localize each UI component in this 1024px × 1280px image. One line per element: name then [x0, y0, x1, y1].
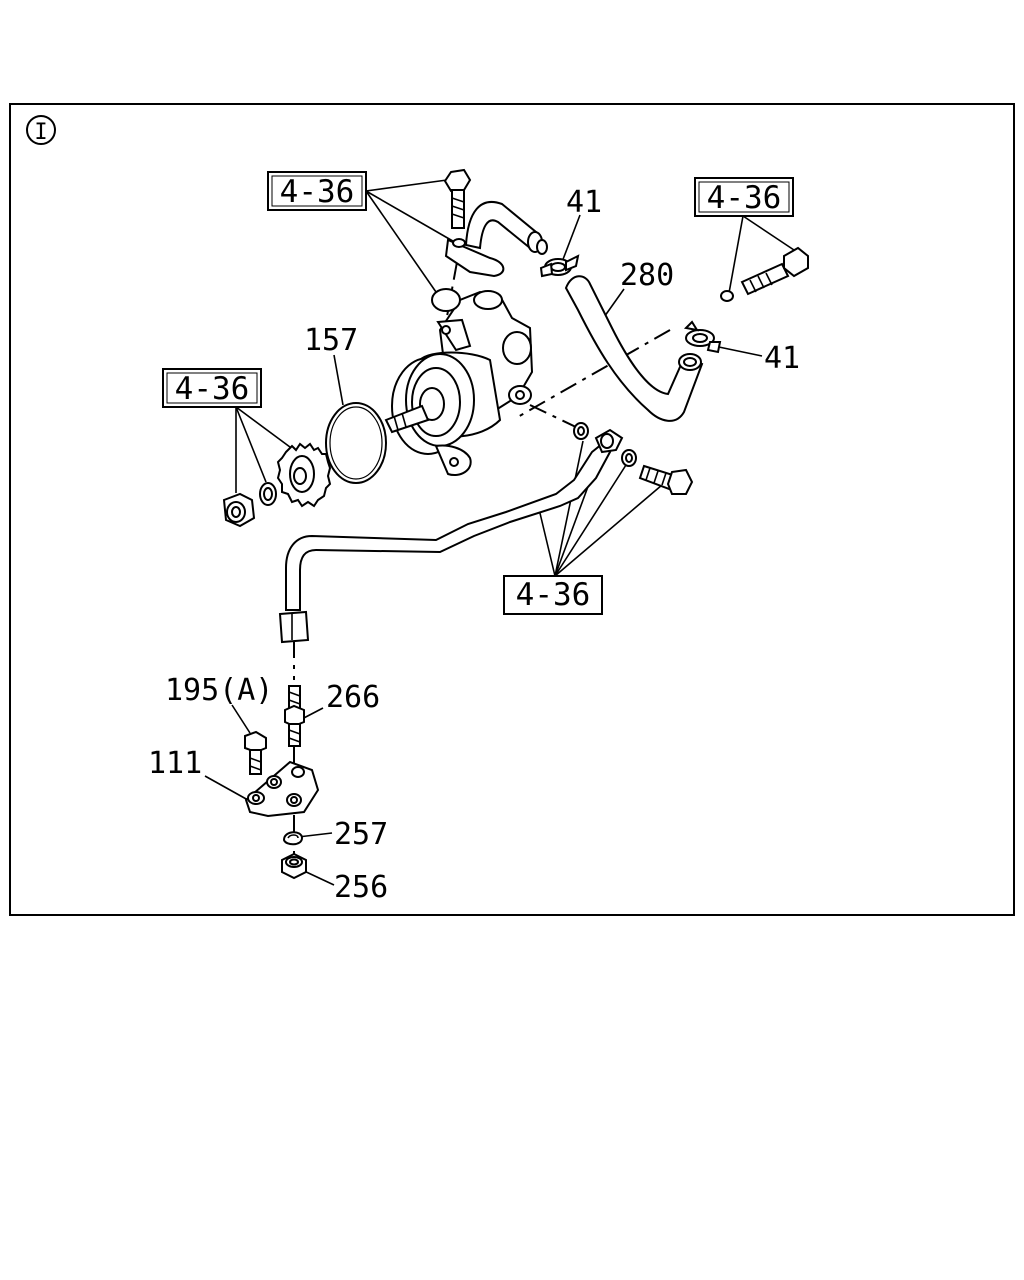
drive-gear[interactable]: [276, 442, 332, 508]
bolt-195a[interactable]: [244, 730, 267, 775]
callout-111[interactable]: 111: [148, 746, 202, 781]
nut-left[interactable]: [222, 492, 256, 528]
view-marker: I: [26, 115, 56, 145]
center-lines: [293, 261, 671, 860]
eye-bolt-right[interactable]: [720, 246, 809, 302]
ref-top-left-text: 4-36: [280, 174, 355, 210]
pressure-pipe[interactable]: [278, 428, 624, 644]
o-ring[interactable]: [325, 402, 387, 484]
nut-256[interactable]: [281, 852, 307, 880]
ref-top-right-text: 4-36: [707, 180, 782, 216]
inlet-pipe[interactable]: [444, 201, 548, 278]
ref-left-text: 4-36: [175, 371, 250, 407]
diagram-frame: [9, 103, 1015, 916]
callout-41-top[interactable]: 41: [566, 185, 602, 220]
power-steering-pump[interactable]: [384, 288, 534, 476]
ref-box-top-right[interactable]: 4-36: [694, 177, 794, 217]
callout-157[interactable]: 157: [304, 323, 358, 358]
callout-257[interactable]: 257: [334, 817, 388, 852]
ref-box-bottom[interactable]: 4-36: [503, 575, 603, 615]
eye-bolt-lower[interactable]: [638, 464, 694, 495]
return-hose[interactable]: [564, 275, 704, 422]
hose-clamp-right[interactable]: [683, 320, 722, 354]
hose-clamp-top[interactable]: [539, 254, 580, 278]
stud-266[interactable]: [284, 685, 305, 747]
copper-washer-2[interactable]: [621, 449, 637, 467]
callout-280[interactable]: 280: [620, 258, 674, 293]
copper-washer-1[interactable]: [573, 422, 589, 440]
callout-256[interactable]: 256: [334, 870, 388, 905]
bolt-top[interactable]: [443, 168, 472, 229]
view-marker-text: I: [34, 120, 47, 145]
ref-box-left[interactable]: 4-36: [162, 368, 262, 408]
ref-box-top-left[interactable]: 4-36: [267, 171, 367, 211]
ref-bottom-text: 4-36: [516, 577, 591, 613]
callout-195a[interactable]: 195(A): [165, 673, 273, 708]
bracket-111[interactable]: [244, 760, 320, 818]
callout-41-right[interactable]: 41: [764, 341, 800, 376]
washer-left[interactable]: [259, 482, 277, 506]
washer-257[interactable]: [282, 831, 304, 846]
callout-266[interactable]: 266: [326, 680, 380, 715]
